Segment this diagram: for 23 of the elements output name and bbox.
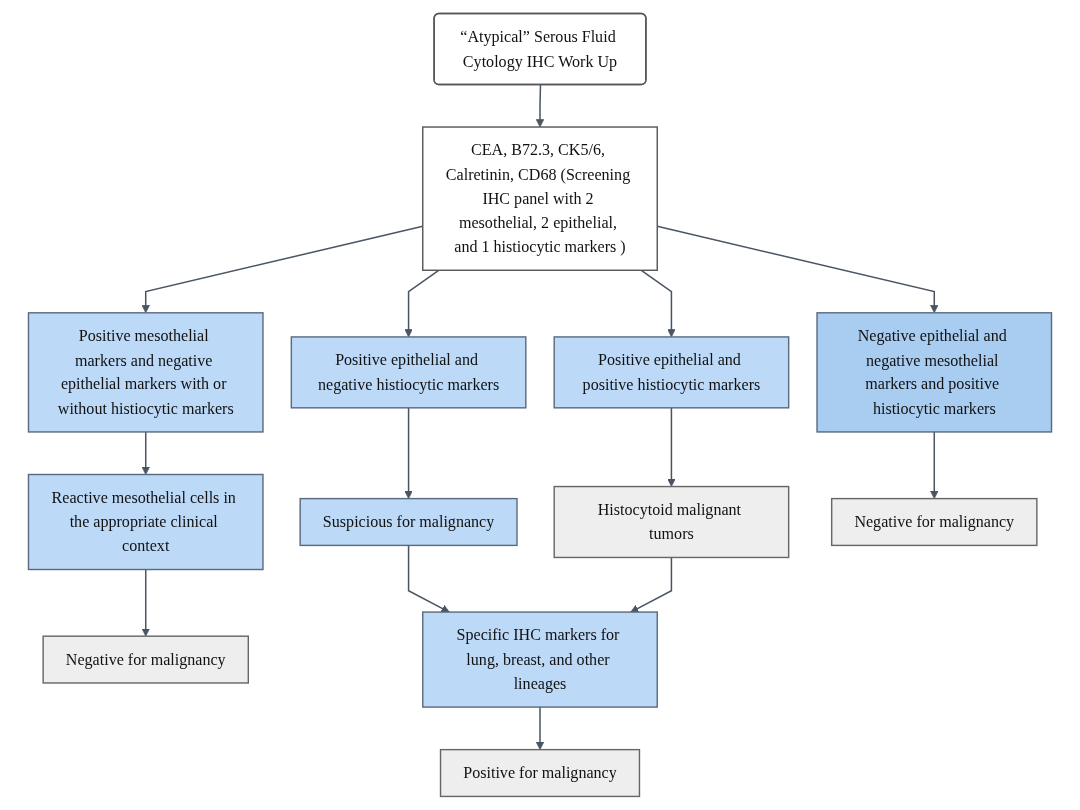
arrow — [404, 407, 413, 499]
arrow — [535, 84, 545, 128]
arrow — [404, 269, 440, 338]
arrow — [630, 556, 673, 613]
arrow — [141, 431, 150, 475]
arrow — [667, 407, 676, 487]
node-box: Histocytoid malignant tumors — [553, 485, 790, 559]
arrow — [407, 544, 450, 613]
node-box: Negative for malignancy — [42, 635, 249, 684]
node-box: CEA, B72.3, CK5/6, Calretinin, CD68 (Screening IHC panel with 2 mesothelial, 2 epithelial, and 1 histiocytic markers ) — [422, 126, 658, 271]
node-box: Negative for malignancy — [831, 497, 1038, 547]
arrow — [930, 431, 939, 499]
node-box: Reactive mesothelial cells in the appropriate clinical context — [27, 473, 264, 571]
node-box: Negative epithelial and negative mesothelial markers and positive histiocytic markers — [816, 312, 1053, 433]
node-box: Specific IHC markers for lung, breast, and other lineages — [422, 611, 658, 708]
node-box: Positive epithelial and negative histiocytic markers — [290, 336, 527, 409]
node-box: Positive for malignancy — [439, 748, 641, 798]
node-box: Positive epithelial and positive histiocytic markers — [553, 336, 790, 409]
arrow — [640, 269, 676, 338]
arrow — [141, 568, 150, 637]
node-box: Positive mesothelial markers and negative epithelial markers with or without histiocytic markers — [27, 312, 264, 433]
node-box: Suspicious for malignancy — [299, 497, 518, 547]
arrow — [535, 706, 545, 750]
